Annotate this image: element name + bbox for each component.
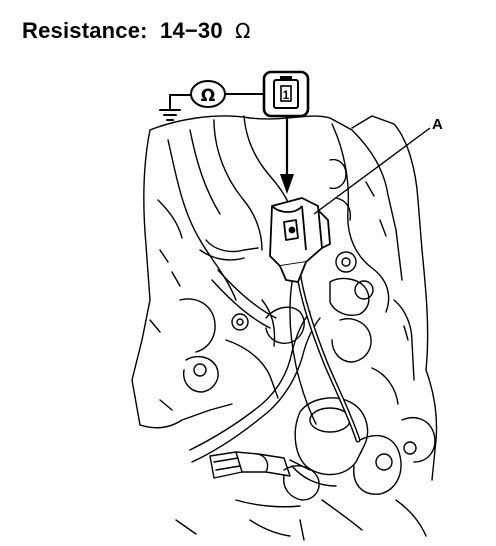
terminal-number: 1	[283, 88, 290, 102]
callout-label-a: A	[432, 116, 443, 133]
callout-leader	[313, 127, 431, 215]
resistance-value: 14−30	[160, 18, 223, 43]
resistance-label: Resistance:	[22, 18, 148, 43]
resistance-unit: Ω	[235, 19, 251, 43]
resistance-spec: Resistance: 14−30 Ω	[22, 18, 251, 44]
ohmmeter-symbol: Ω	[201, 86, 215, 106]
ohmmeter-icon: Ω	[190, 80, 226, 108]
connector-terminal-icon: 1	[262, 70, 310, 118]
sensor-connector	[269, 197, 331, 283]
arrow-down-icon	[280, 116, 294, 194]
sensor-cable	[289, 267, 361, 443]
ground-symbol-icon	[159, 94, 193, 121]
